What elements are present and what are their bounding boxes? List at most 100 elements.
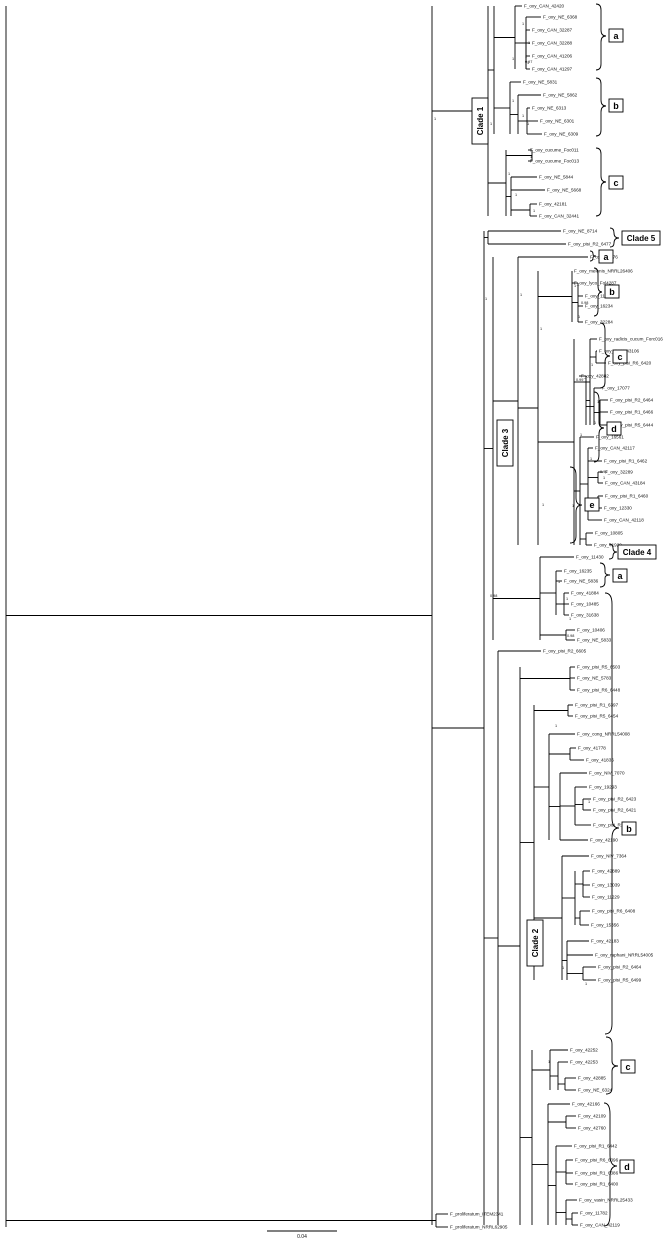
leaf-label: F_oxy_radicis_cucum_Forc016 bbox=[599, 337, 663, 342]
support-value: 0.98 bbox=[581, 301, 588, 305]
leaf-label: F_oxy_16561 bbox=[596, 435, 624, 440]
leaf-label: F_oxy_NE_5836 bbox=[564, 579, 599, 584]
svg-text:d: d bbox=[611, 424, 617, 434]
support-value: 1 bbox=[490, 122, 492, 126]
leaf-label: F_oxy_NE_6324 bbox=[578, 1088, 613, 1093]
clade2-sub-c: c bbox=[620, 1059, 636, 1074]
support-value: 1 bbox=[603, 476, 605, 480]
leaf-label: F_oxy_raphani_NRRL54005 bbox=[595, 953, 654, 958]
clade-3-label: Clade 3 bbox=[496, 419, 514, 467]
clade-1-label: Clade 1 bbox=[471, 97, 489, 145]
svg-text:Clade 3: Clade 3 bbox=[501, 428, 510, 457]
leaf-label: F_oxy_pisi_R2_6605 bbox=[543, 649, 587, 654]
svg-text:a: a bbox=[603, 252, 609, 262]
clade-2-label: Clade 2 bbox=[526, 919, 544, 967]
support-value: 1 bbox=[591, 363, 593, 367]
leaf-label: F_oxy_NE_5831 bbox=[523, 80, 558, 85]
leaf-label: F_oxy_pisi_R6_6420 bbox=[608, 361, 652, 366]
svg-text:Clade 2: Clade 2 bbox=[531, 928, 540, 957]
support-value: 1 bbox=[562, 966, 564, 970]
clade-5-label: Clade 5 bbox=[621, 230, 661, 246]
leaf-label: F_oxy_pisi_R6_6448 bbox=[577, 688, 621, 693]
leaf-label: F_oxy_11661 bbox=[585, 294, 613, 299]
clade-labels: Clade 1 Clade 3 Clade 2 Clade 5 Clade 4 bbox=[471, 97, 661, 967]
svg-text:b: b bbox=[609, 287, 615, 297]
leaf-label: F_oxy_NIV_7070 bbox=[589, 771, 625, 776]
leaf-label: F_oxy_32284 bbox=[585, 320, 613, 325]
leaf-label: F_oxy_42882 bbox=[581, 374, 609, 379]
leaf-label: F_oxy_NE_5783 bbox=[577, 676, 612, 681]
support-value: 1 bbox=[515, 193, 517, 197]
leaf-label: F_oxy_pisi_R1_6386 bbox=[575, 1171, 619, 1176]
leaf-label: F_oxy_pisi_R1_6397 bbox=[575, 703, 619, 708]
svg-text:c: c bbox=[613, 178, 618, 188]
leaf-label: F_oxy_CAN_42117 bbox=[595, 446, 635, 451]
support-value: 1 bbox=[434, 117, 436, 121]
leaf-label: F_oxy_pisi_R2_6464 bbox=[598, 965, 642, 970]
support-value: 0.99 bbox=[600, 470, 607, 474]
support-value: 1 bbox=[558, 580, 560, 584]
leaf-label: F_oxy_42885 bbox=[578, 1076, 606, 1081]
svg-text:a: a bbox=[617, 571, 623, 581]
clade1-sub-a: a bbox=[608, 28, 624, 43]
leaf-label: F_oxy_42166 bbox=[572, 1102, 600, 1107]
support-value: 1 bbox=[540, 327, 542, 331]
leaf-label: F_oxy_pisi_R2_6477 bbox=[568, 242, 612, 247]
leaf-label: F_oxy_pisi_R5_6499 bbox=[598, 978, 642, 983]
leaf-label: F_oxy_10406 bbox=[577, 628, 605, 633]
leaf-label: F_oxy_pisi_R6_6408 bbox=[592, 909, 636, 914]
clade1-sub-b: b bbox=[608, 98, 624, 113]
leaf-label: F_oxy_31638 bbox=[571, 613, 599, 618]
leaf-label: F_oxy_pisi_R1_6460 bbox=[605, 494, 649, 499]
clade3-sub-a: a bbox=[598, 249, 614, 264]
leaf-label: F_oxy_CAN_42420 bbox=[524, 4, 565, 9]
support-value: 1 bbox=[528, 41, 530, 45]
leaf-label: F_oxy_12330 bbox=[604, 506, 632, 511]
leaf-label: F_oxy_cong_NRRL54008 bbox=[577, 732, 630, 737]
leaf-label: F_oxy_16235 bbox=[564, 569, 592, 574]
leaf-label: F_oxy_NE_8714 bbox=[563, 229, 598, 234]
support-value: 1 bbox=[585, 982, 587, 986]
clade3-sub-e: e bbox=[584, 497, 600, 512]
leaf-label: F_oxy_CAN_32288 bbox=[532, 41, 573, 46]
support-value: 1 bbox=[512, 57, 514, 61]
support-value: 1 bbox=[566, 597, 568, 601]
leaf-label: F_oxy_CAN_32287 bbox=[532, 28, 573, 33]
support-value: 1 bbox=[548, 1060, 550, 1064]
leaf-label: F_oxy_10805 bbox=[595, 531, 623, 536]
support-value: 1 bbox=[542, 503, 544, 507]
clade3-sub-b: b bbox=[604, 284, 620, 299]
leaf-label: F_oxy_pisi_R5_6454 bbox=[575, 714, 619, 719]
support-value: 1 bbox=[522, 114, 524, 118]
leaf-label: F_oxy_41778 bbox=[578, 746, 606, 751]
tree-edges bbox=[5, 5, 608, 1228]
clade3-sub-c: c bbox=[612, 349, 628, 364]
leaf-label: F_oxy_19293 bbox=[589, 785, 617, 790]
leaf-label: F_oxy_13039 bbox=[592, 883, 620, 888]
leaf-label: F_oxy_41836 bbox=[586, 758, 614, 763]
svg-text:d: d bbox=[624, 1162, 630, 1172]
support-value: 1 bbox=[597, 400, 599, 404]
clade2-sub-d: d bbox=[619, 1159, 635, 1174]
leaf-label: F_oxy_42253 bbox=[570, 1060, 598, 1065]
leaf-label: F_oxy_42760 bbox=[578, 1126, 606, 1131]
support-value: 1 bbox=[485, 297, 487, 301]
leaf-label: F_oxy_32289 bbox=[605, 470, 633, 475]
clade2-sub-a: a bbox=[612, 568, 628, 583]
leaf-label: F_oxy_NE_6301 bbox=[540, 119, 575, 124]
leaf-label: F_oxy_42252 bbox=[570, 1048, 598, 1053]
support-value: 1 bbox=[572, 504, 574, 508]
leaf-label: F_oxy_41929 bbox=[594, 543, 622, 548]
svg-text:c: c bbox=[617, 352, 622, 362]
svg-text:b: b bbox=[613, 101, 619, 111]
leaf-label: F_oxy_42109 bbox=[578, 1114, 606, 1119]
leaf-label: F_oxy_NIV_7364 bbox=[591, 854, 627, 859]
leaf-label: F_oxy_NE_6313 bbox=[532, 106, 567, 111]
leaf-label: F_oxy_melonis_NRRL26406 bbox=[574, 269, 633, 274]
clade-4-label: Clade 4 bbox=[617, 544, 657, 560]
leaf-label: F_oxy_15356 bbox=[591, 923, 619, 928]
subclade-braces bbox=[569, 3, 620, 1227]
support-value: 1 bbox=[578, 315, 580, 319]
leaf-label: F_oxy_pisi_R2_6421 bbox=[593, 808, 637, 813]
